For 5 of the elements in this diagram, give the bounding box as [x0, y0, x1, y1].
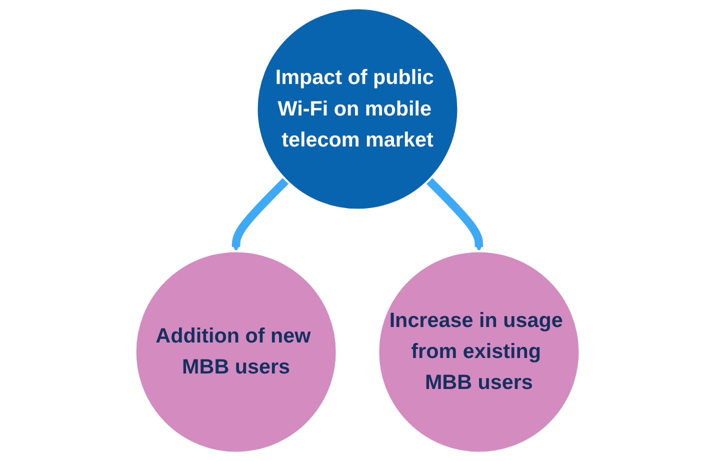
node-circle: Addition of new MBB users — [134, 250, 338, 454]
arrow — [232, 177, 290, 252]
node-circle: Impact of public Wi-Fi on mobile telecom market — [256, 7, 460, 211]
node-circle: Increase in usage from existing MBB users — [377, 250, 581, 454]
arrow — [426, 177, 484, 252]
